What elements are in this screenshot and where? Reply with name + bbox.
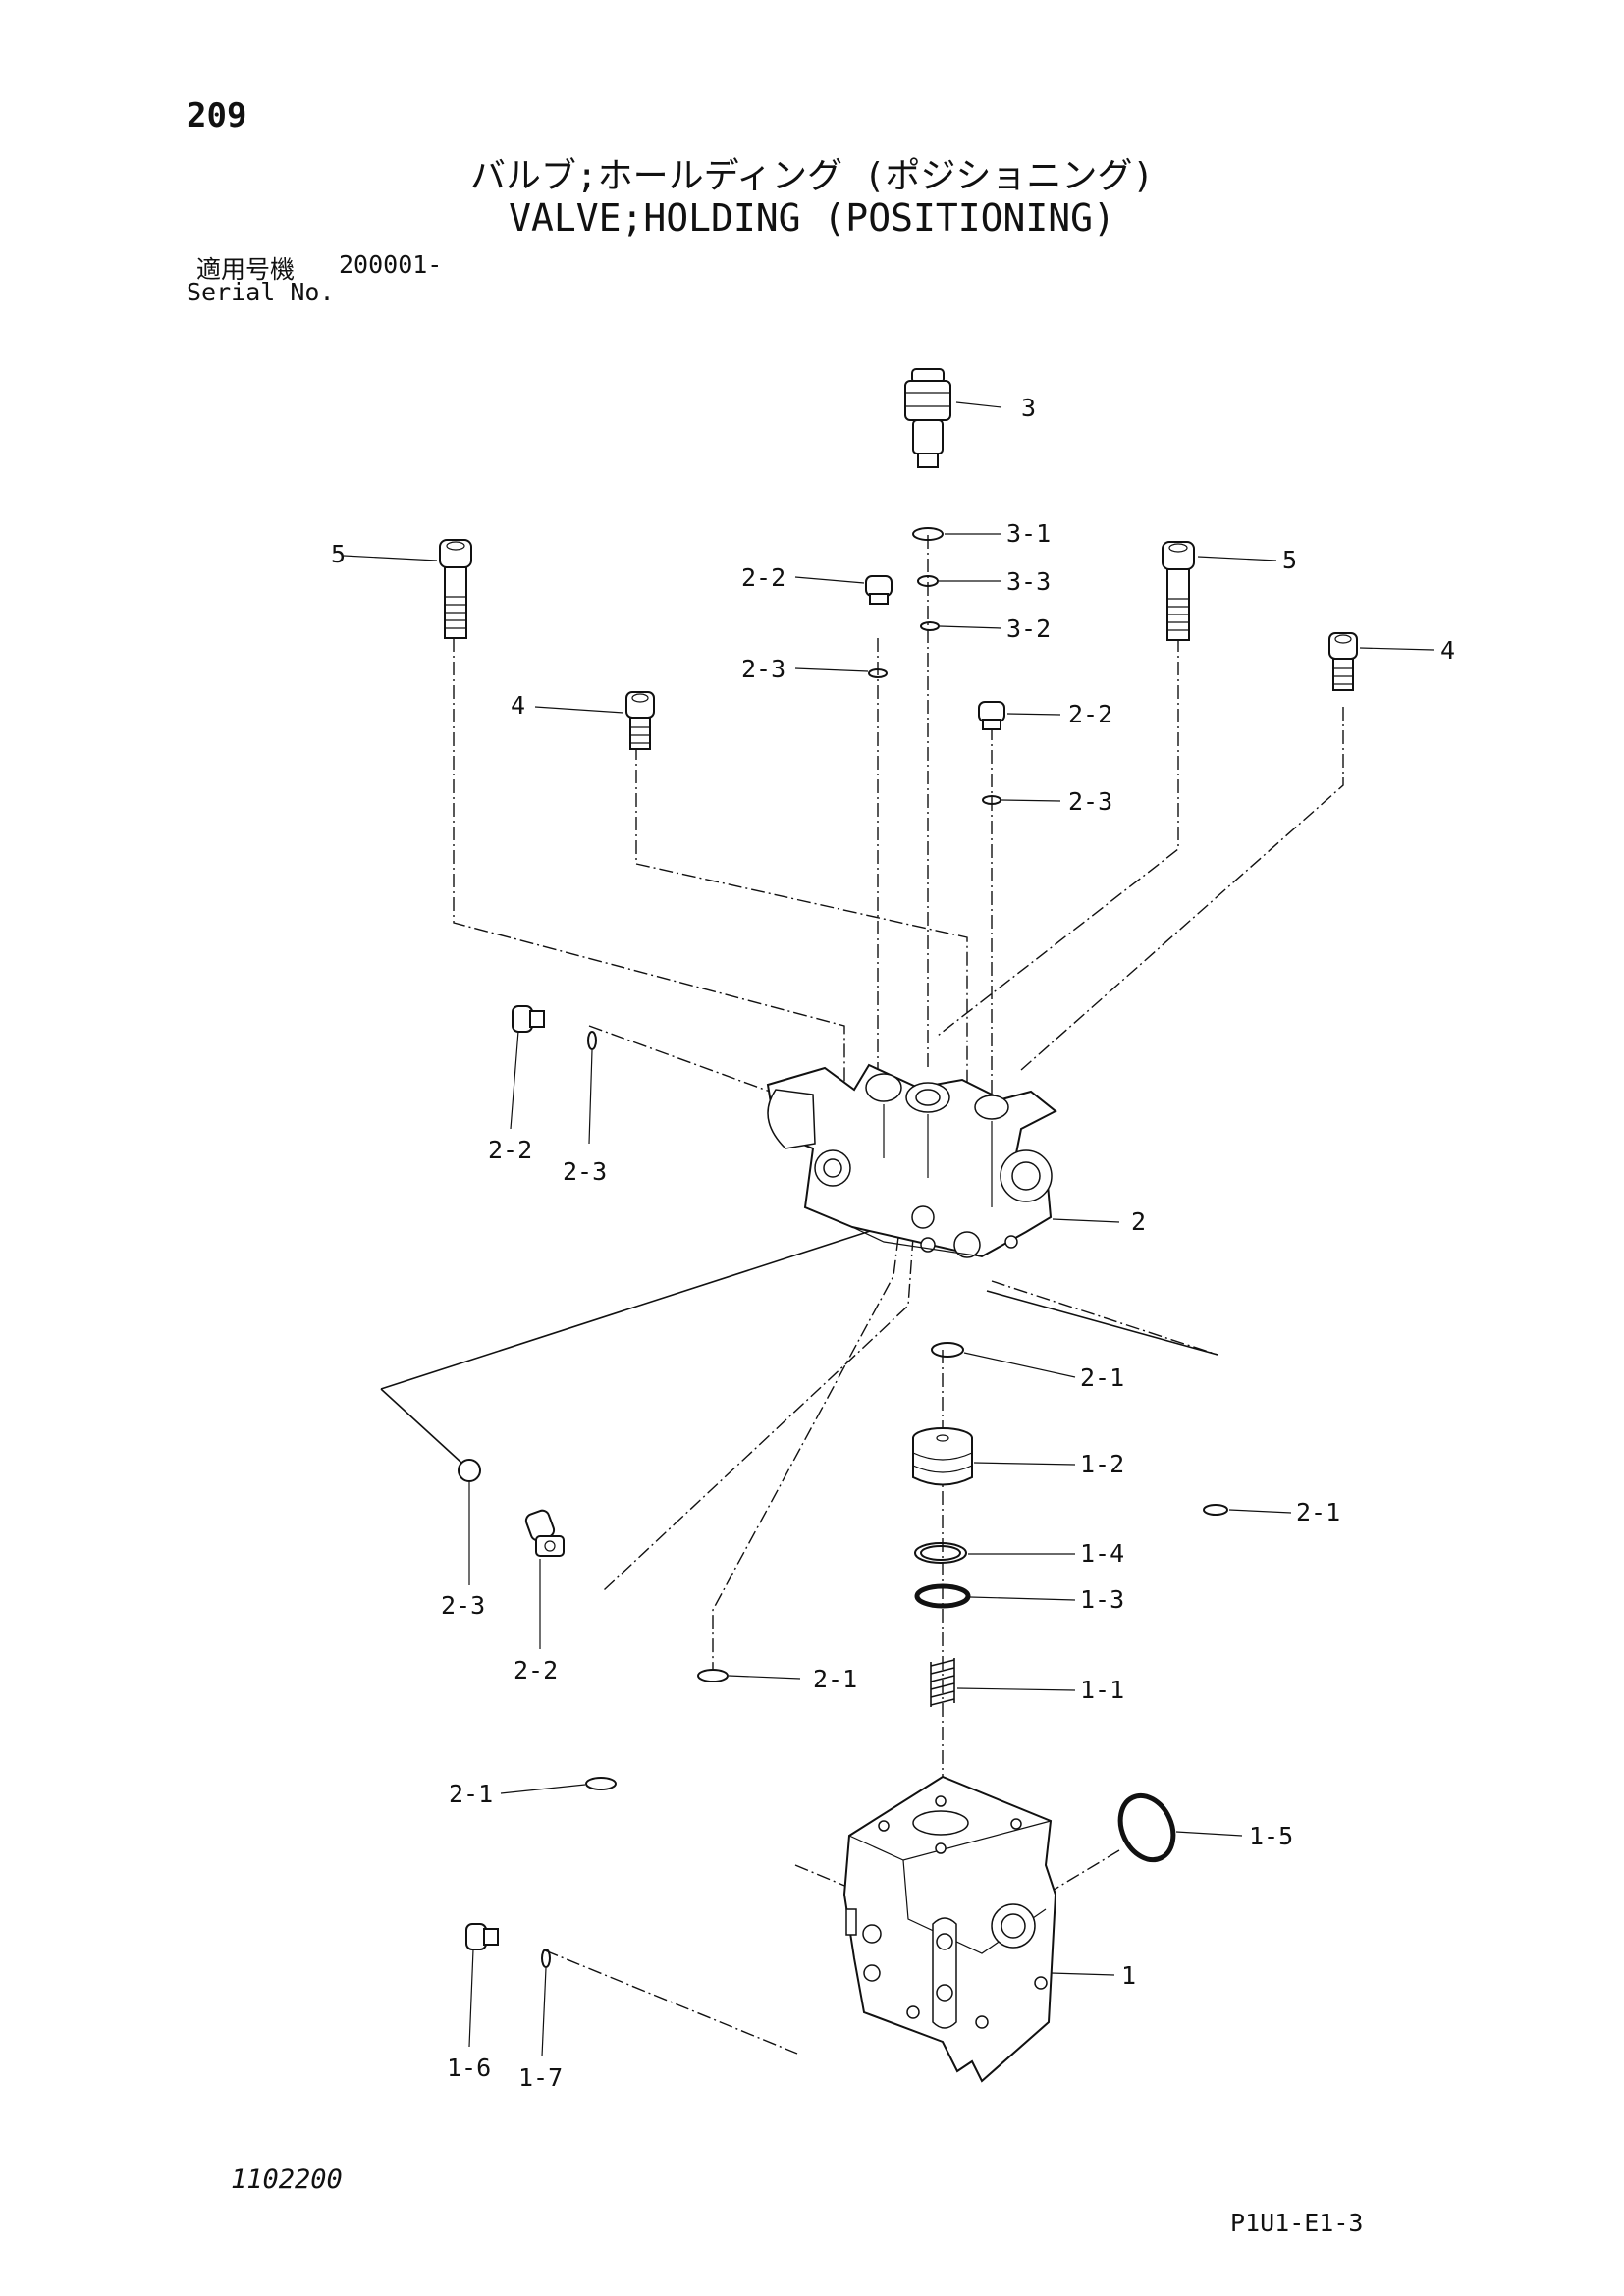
plug-2-2-low xyxy=(524,1509,565,1557)
o-ring-1-3 xyxy=(914,1583,971,1609)
callout-labels: 3 3-1 3-3 3-2 5 5 4 4 2-2 2-3 2-2 2-3 2-… xyxy=(331,394,1455,2092)
plug-2-2-side xyxy=(512,1005,545,1033)
plug-1-6 xyxy=(465,1923,499,1950)
leader-lines xyxy=(343,401,1435,2057)
callout-1-7: 1-7 xyxy=(518,2063,563,2092)
o-ring-2-1-lower xyxy=(697,1669,729,1682)
callout-3-1: 3-1 xyxy=(1006,519,1051,548)
o-ring-2-1-right xyxy=(1203,1504,1228,1516)
callout-2-1-c: 2-1 xyxy=(449,1780,493,1808)
callout-1-1: 1-1 xyxy=(1080,1676,1124,1704)
callout-2-1-b: 2-1 xyxy=(813,1665,857,1693)
part-1-valve-housing xyxy=(842,1775,1057,2083)
o-ring-2-3-mid xyxy=(982,795,1001,805)
callout-1-3: 1-3 xyxy=(1080,1585,1124,1614)
callout-5-left: 5 xyxy=(331,540,346,568)
callout-2-3-mid: 2-3 xyxy=(1068,787,1112,816)
callout-1-4: 1-4 xyxy=(1080,1539,1124,1568)
serial-label-english: Serial No. xyxy=(187,278,335,306)
part-4-bolt-left xyxy=(625,691,655,750)
part-4-bolt-right xyxy=(1328,632,1358,691)
assembly-centerlines xyxy=(380,535,1344,2055)
callout-2-1-a: 2-1 xyxy=(1080,1363,1124,1392)
callout-2-2-side: 2-2 xyxy=(488,1136,532,1164)
o-ring-2-1-upper xyxy=(931,1342,964,1358)
o-ring-2-1-left xyxy=(585,1777,617,1790)
part-1-1-spring xyxy=(930,1658,955,1707)
o-ring-3-3 xyxy=(917,575,939,587)
callout-5-right: 5 xyxy=(1282,546,1297,574)
serial-number-value: 200001- xyxy=(339,250,443,279)
o-ring-1-7 xyxy=(541,1949,551,1968)
title-english: VALVE;HOLDING (POSITIONING) xyxy=(509,196,1115,240)
ring-1-4 xyxy=(914,1542,967,1564)
callout-2-2-low: 2-2 xyxy=(514,1656,558,1684)
callout-1-2: 1-2 xyxy=(1080,1450,1124,1478)
plug-2-2-top xyxy=(865,575,893,605)
o-ring-3-1 xyxy=(912,527,944,541)
plug-2-2-mid xyxy=(978,701,1005,730)
callout-1-6: 1-6 xyxy=(447,2054,491,2082)
callout-2-1-right: 2-1 xyxy=(1296,1498,1340,1526)
o-ring-2-3-top xyxy=(868,668,888,678)
callout-3: 3 xyxy=(1021,394,1036,422)
callout-2-2-top: 2-2 xyxy=(741,563,785,592)
callout-4-left: 4 xyxy=(511,691,525,720)
sheet-code: P1U1-E1-3 xyxy=(1230,2209,1364,2237)
part-5-bolt-left xyxy=(439,539,472,639)
callout-4-right: 4 xyxy=(1440,636,1455,665)
o-ring-2-3-side xyxy=(587,1031,597,1050)
part-1-2-spool xyxy=(912,1427,973,1486)
part-3-valve-cartridge xyxy=(904,368,951,468)
callout-2-2-mid: 2-2 xyxy=(1068,700,1112,728)
document-code: 1102200 xyxy=(231,2164,343,2195)
title-japanese: バルブ;ホールディング (ポジショニング) xyxy=(469,156,1155,196)
o-ring-1-5 xyxy=(1117,1792,1176,1863)
callout-3-2: 3-2 xyxy=(1006,614,1051,643)
page-number: 209 xyxy=(187,96,247,135)
callout-2-3-side: 2-3 xyxy=(563,1157,607,1186)
callout-2-3-top: 2-3 xyxy=(741,655,785,683)
callout-2: 2 xyxy=(1131,1207,1146,1236)
callout-1-5: 1-5 xyxy=(1249,1822,1293,1850)
callout-1: 1 xyxy=(1121,1961,1136,1990)
callout-2-3-low: 2-3 xyxy=(441,1591,485,1620)
serial-label-japanese: 適用号機 xyxy=(196,255,296,284)
callout-3-3: 3-3 xyxy=(1006,567,1051,596)
part-2-valve-body xyxy=(766,1063,1057,1258)
o-ring-2-3-low xyxy=(458,1459,481,1482)
o-ring-3-2 xyxy=(920,621,940,631)
part-5-bolt-right xyxy=(1162,541,1195,641)
